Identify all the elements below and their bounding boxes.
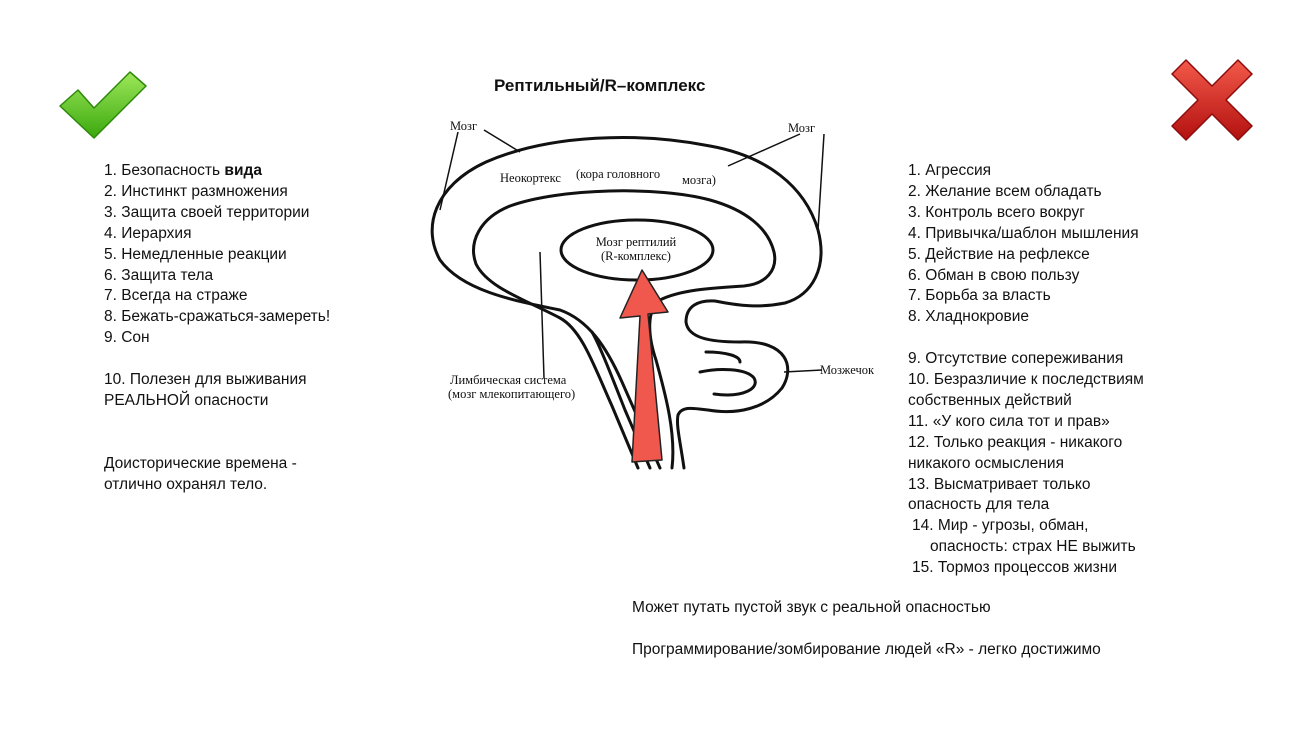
label-neocortex: мозга): [682, 173, 716, 187]
list-item: 5. Немедленные реакции: [104, 245, 287, 263]
list-item: 14. Мир - угрозы, обман,: [912, 517, 1089, 535]
label-brain-right: Мозг: [788, 121, 815, 135]
list-item: 12. Только реакция - никакого: [908, 433, 1123, 451]
list-item: 8. Бежать-сражаться-замереть!: [104, 308, 331, 326]
list-item: 3. Контроль всего вокруг: [908, 203, 1085, 221]
left-note: Доисторические времена -: [104, 454, 297, 472]
list-item: опасность для тела: [908, 496, 1050, 514]
cerebellum-fold: [698, 368, 757, 397]
label-brain-left: Мозг: [450, 119, 477, 133]
list-item: 2. Желание всем обладать: [908, 182, 1102, 200]
list-item: 4. Привычка/шаблон мышления: [908, 224, 1139, 242]
left-note: отлично охранял тело.: [104, 475, 268, 493]
check-icon: [59, 71, 147, 139]
list-item: никакого осмысления: [908, 454, 1064, 472]
upward-arrow: [619, 269, 669, 463]
list-item: 2. Инстинкт размножения: [104, 182, 288, 200]
list-item: 6. Защита тела: [104, 266, 214, 284]
brain-diagram: Мозг Мозг Неокортекс (кора головного моз…: [430, 119, 875, 470]
label-limbic: Лимбическая система: [450, 373, 567, 387]
list-item: 7. Борьба за власть: [908, 287, 1051, 305]
list-item: 11. «У кого сила тот и прав»: [908, 412, 1110, 430]
list-item: 13. Высматривает только: [908, 475, 1091, 493]
list-item: 1. Агрессия: [908, 162, 992, 179]
list-item: 10. Безразличие к последствиям: [908, 371, 1144, 389]
cerebellum-fold: [704, 350, 742, 364]
page-title: Рептильный/R–комплекс: [494, 76, 706, 95]
list-item: 5. Действие на рефлексе: [908, 245, 1090, 263]
list-item: 1. Безопасность вида: [104, 162, 262, 179]
label-cerebellum: Мозжечок: [820, 363, 875, 377]
label-reptile: Мозг рептилий: [596, 235, 677, 249]
neocortex-outline: [430, 136, 823, 470]
list-item: 15. Тормоз процессов жизни: [912, 559, 1118, 577]
list-item: 6. Обман в свою пользу: [908, 266, 1080, 284]
list-item: 4. Иерархия: [104, 224, 192, 242]
list-item: 10. Полезен для выживания: [104, 371, 307, 389]
label-neocortex: Неокортекс: [500, 171, 561, 185]
bottom-note: Может путать пустой звук с реальной опас…: [632, 599, 991, 616]
list-item: 3. Защита своей территории: [104, 203, 310, 221]
left-list: 1. Безопасность вида 2. Инстинкт размнож…: [104, 161, 330, 495]
right-list: 1. Агрессия 2. Желание всем обладать 3. …: [908, 161, 1144, 579]
list-item: РЕАЛЬНОЙ опасности: [104, 391, 269, 409]
list-item: 9. Отсутствие сопереживания: [908, 350, 1124, 368]
cross-icon: [1171, 59, 1253, 141]
list-item: собственных действий: [908, 391, 1072, 409]
list-item: опасность: страх НЕ выжить: [930, 538, 1136, 556]
limbic-outline: [472, 189, 777, 470]
list-item: 7. Всегда на страже: [104, 287, 248, 305]
list-item: 8. Хладнокровие: [908, 308, 1029, 326]
bottom-note: Программирование/зомбирование людей «R» …: [632, 641, 1101, 658]
label-neocortex: (кора головного: [576, 167, 660, 181]
label-reptile: (R-комплекс): [601, 249, 671, 263]
list-item: 9. Сон: [104, 329, 150, 347]
label-limbic: (мозг млекопитающего): [448, 387, 575, 401]
